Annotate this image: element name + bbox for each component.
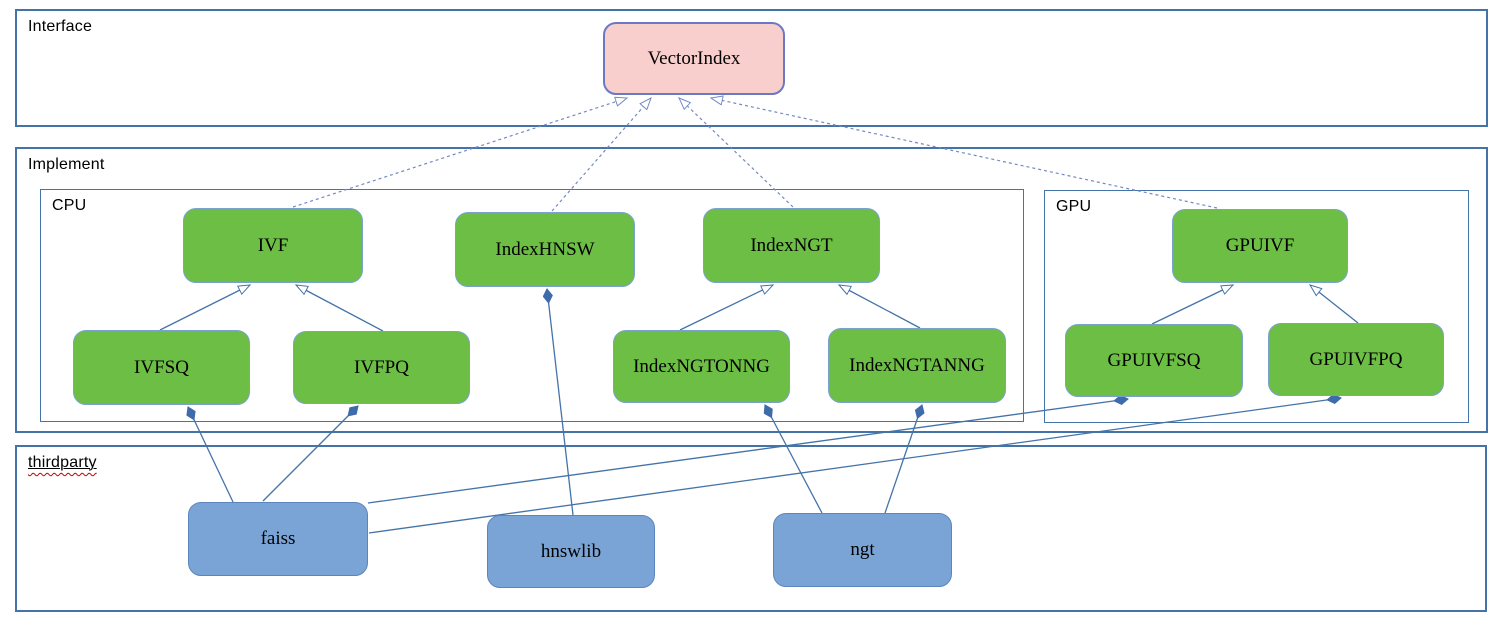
node-label-gpuivfsq: GPUIVFSQ [1107,349,1201,371]
node-label-gpuivf: GPUIVF [1225,235,1295,256]
node-faiss[interactable]: faiss [188,502,368,576]
node-hnswlib[interactable]: hnswlib [487,515,655,588]
node-label-gpuivfpq: GPUIVFPQ [1309,348,1403,370]
node-label-indexngtonng: IndexNGTONNG [633,355,770,377]
container-label-interface: Interface [28,18,93,35]
node-indexhnsw[interactable]: IndexHNSW [455,212,635,287]
node-label-ivfpq: IVFPQ [354,356,409,378]
node-gpuivfsq[interactable]: GPUIVFSQ [1065,324,1243,397]
node-label-ivfsq: IVFSQ [134,356,189,378]
node-ivfpq[interactable]: IVFPQ [293,331,470,404]
node-label-ngt: ngt [850,539,875,560]
node-ivf[interactable]: IVF [183,208,363,283]
node-gpuivfpq[interactable]: GPUIVFPQ [1268,323,1444,396]
node-indexngt[interactable]: IndexNGT [703,208,880,283]
node-label-vectorindex: VectorIndex [647,47,741,69]
container-label-text-thirdparty: thirdparty [28,454,97,471]
node-label-indexngt: IndexNGT [750,234,833,256]
container-label-cpu: CPU [52,197,87,214]
node-label-faiss: faiss [260,528,296,549]
node-label-indexngtanng: IndexNGTANNG [849,354,985,376]
node-label-hnswlib: hnswlib [540,540,602,562]
node-ivfsq[interactable]: IVFSQ [73,330,250,405]
node-ngt[interactable]: ngt [773,513,952,587]
container-label-implement: Implement [28,156,105,173]
node-label-ivf: IVF [257,234,289,256]
node-label-indexhnsw: IndexHNSW [495,238,595,260]
container-label-thirdparty: thirdparty [28,454,97,472]
node-vectorindex[interactable]: VectorIndex [603,22,785,95]
node-gpuivf[interactable]: GPUIVF [1172,209,1348,283]
node-indexngtonng[interactable]: IndexNGTONNG [613,330,790,403]
container-label-gpu: GPU [1056,198,1092,215]
node-indexngtanng[interactable]: IndexNGTANNG [828,328,1006,403]
